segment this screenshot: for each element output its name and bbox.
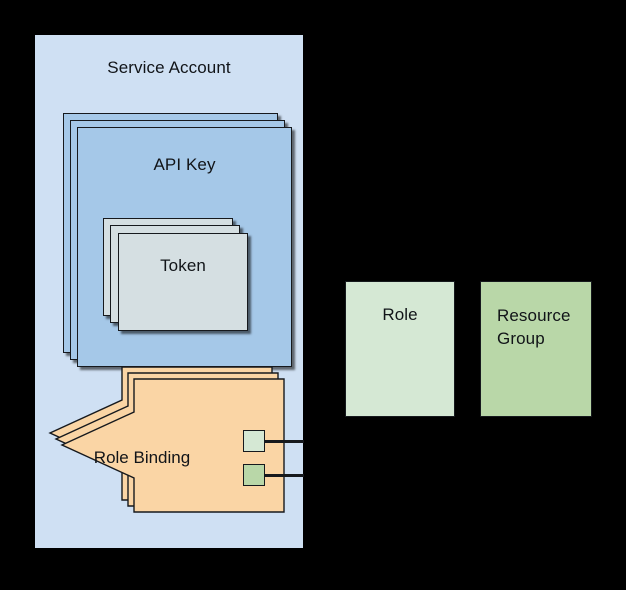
role-binding-connector-role[interactable] <box>243 430 265 452</box>
role-binding-connector-resource-group[interactable] <box>243 464 265 486</box>
role-box[interactable]: Role <box>345 281 455 417</box>
role-binding-arrow-front[interactable] <box>60 378 285 513</box>
connector-line-resource-group <box>264 474 304 477</box>
api-key-label: API Key <box>153 155 216 174</box>
resource-group-box[interactable]: Resource Group <box>480 281 592 417</box>
connector-line-role <box>264 440 304 443</box>
token-label: Token <box>160 256 206 275</box>
token-card-front[interactable]: Token <box>118 233 248 331</box>
service-account-label: Service Account <box>107 58 231 77</box>
resource-group-box-label: Resource Group <box>497 306 571 348</box>
role-box-label: Role <box>382 305 418 324</box>
